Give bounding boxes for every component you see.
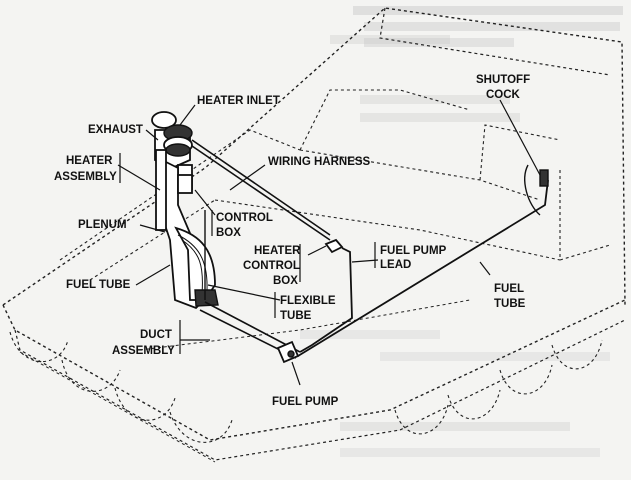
- label-control: CONTROL: [216, 212, 273, 224]
- fuel-pump-lead: [299, 247, 353, 353]
- bg-text-line: [364, 38, 514, 47]
- label-heater-inlet: HEATER INLET: [197, 95, 280, 107]
- label-heater-assembly: ASSEMBLY: [54, 171, 117, 183]
- label-fuel-pump-lead-2: LEAD: [380, 259, 411, 271]
- bg-text-line: [353, 6, 623, 15]
- exhaust-pipe: [155, 149, 167, 231]
- control-box: [177, 174, 193, 194]
- label-fuel-pump: FUEL PUMP: [272, 396, 339, 408]
- label-plenum: PLENUM: [78, 219, 127, 231]
- label-exhaust: EXHAUST: [88, 124, 143, 136]
- bg-text-line: [364, 22, 620, 31]
- vehicle-hull-outline: [2, 7, 626, 461]
- bg-text-line: [330, 35, 450, 44]
- label-fuel-right: FUEL: [494, 283, 524, 295]
- fuel-pump: [276, 340, 300, 364]
- label-duct: DUCT: [140, 329, 172, 341]
- bg-text-line: [360, 113, 520, 122]
- label-heater-control-3: BOX: [273, 275, 298, 287]
- label-heater-control-1: HEATER: [254, 245, 301, 257]
- callout-lines: [117, 99, 541, 386]
- label-fuel-tube-left: FUEL TUBE: [66, 279, 131, 291]
- bg-text-line: [340, 448, 600, 457]
- track-wheels: [9, 331, 603, 463]
- label-brackets: [119, 153, 376, 354]
- label-flexible-tube: TUBE: [280, 310, 312, 322]
- label-heater: HEATER: [66, 155, 113, 167]
- bg-text-line: [340, 422, 570, 431]
- wiring-harness: [191, 139, 331, 241]
- label-fuel-pump-lead-1: FUEL PUMP: [380, 245, 447, 257]
- bg-text-line: [300, 330, 440, 339]
- heater-control-box: [324, 238, 344, 254]
- label-control-box: BOX: [216, 227, 241, 239]
- label-fuel-tube-right: TUBE: [494, 298, 526, 310]
- shutoff-cock: [524, 164, 549, 216]
- label-flexible: FLEXIBLE: [280, 295, 336, 307]
- label-duct-assembly: ASSEMBLY: [112, 345, 175, 357]
- fuel-tube: [204, 179, 549, 357]
- label-shutoff-cock: COCK: [486, 89, 521, 101]
- label-wiring-harness: WIRING HARNESS: [268, 156, 371, 168]
- bg-text-line: [360, 95, 510, 104]
- bg-text-line: [380, 352, 610, 361]
- label-shutoff: SHUTOFF: [476, 74, 530, 86]
- label-heater-control-2: CONTROL: [243, 260, 300, 272]
